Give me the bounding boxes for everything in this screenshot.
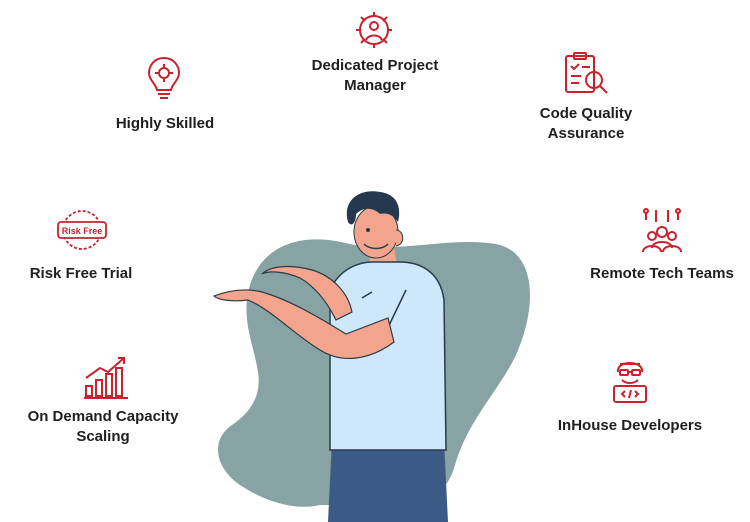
feature-skilled: Highly Skilled [90,114,240,134]
growth-chart-icon [82,354,130,400]
presenter-pants [328,440,448,522]
gear-person-icon [352,8,396,52]
presenter-left-arm [212,289,395,360]
lightbulb-gear-icon [144,54,184,102]
risk-free-badge-text: Risk Free [58,225,106,237]
feature-dedicated: Dedicated Project Manager [300,56,450,96]
feature-inhouse: InHouse Developers [550,416,710,436]
feature-inhouse-line-1: InHouse Developers [557,417,703,434]
presenter-shirt [329,261,447,451]
feature-remote-line-1: Remote Tech Teams [590,265,734,282]
developer-icon [606,354,654,404]
feature-scaling: On Demand Capacity Scaling [18,407,188,447]
feature-quality: Code Quality Assurance [511,104,661,144]
feature-dedicated-line-1: Dedicated Project [311,57,439,74]
clipboard-magnifier-icon [562,50,610,98]
feature-skilled-line-1: Highly Skilled [115,115,215,132]
feature-remote: Remote Tech Teams [582,264,742,284]
presenter-right-arm [261,265,353,321]
team-network-icon [638,208,686,256]
feature-risk: Risk Free Trial [6,264,156,284]
feature-risk-line-1: Risk Free Trial [29,265,133,282]
presenter-hair [346,191,400,225]
feature-scaling-line-2: Scaling [76,428,130,445]
feature-quality-line-1: Code Quality [539,105,633,122]
risk-free-badge-label: Risk Free [61,226,103,236]
risk-free-badge-icon [56,208,108,252]
feature-quality-line-2: Assurance [547,125,625,142]
feature-dedicated-line-2: Manager [344,77,406,94]
feature-scaling-line-1: On Demand Capacity [27,408,179,425]
